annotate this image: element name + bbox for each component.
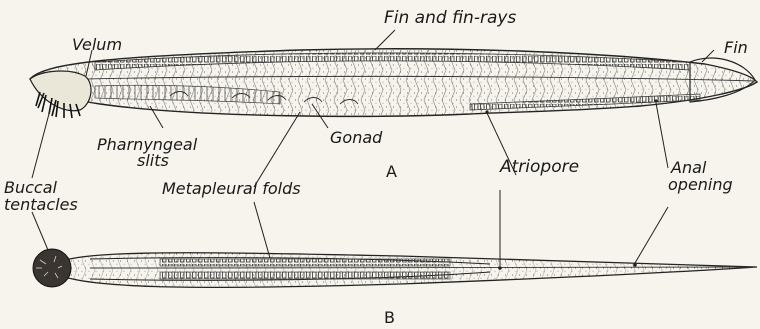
label-buccal-tentacles: tentacles	[4, 196, 78, 213]
lateral-view-body	[30, 49, 757, 118]
label-atriopore: Atriopore	[500, 159, 579, 176]
gonad-row-upper	[160, 259, 450, 266]
label-pharyngeal-slits: slits	[137, 152, 169, 169]
label-metapleural-folds: Metapleural folds	[162, 180, 301, 197]
label-buccal: Buccal	[4, 179, 57, 196]
label-fin: Fin	[724, 39, 748, 56]
atriopore-b	[498, 266, 502, 270]
anal-opening-a	[654, 99, 657, 102]
label-anal: Anal	[671, 159, 706, 176]
label-anal-opening: opening	[668, 176, 733, 193]
panel-label-b: B	[384, 308, 395, 327]
label-gonad: Gonad	[330, 129, 382, 146]
panel-label-a: A	[386, 162, 397, 181]
ventral-view-body	[33, 249, 757, 287]
gonad-row-lower	[160, 272, 450, 279]
label-fin-and-fin-rays: Fin and fin-rays	[384, 10, 516, 27]
label-velum: Velum	[72, 36, 122, 53]
anal-opening-b	[633, 263, 637, 267]
